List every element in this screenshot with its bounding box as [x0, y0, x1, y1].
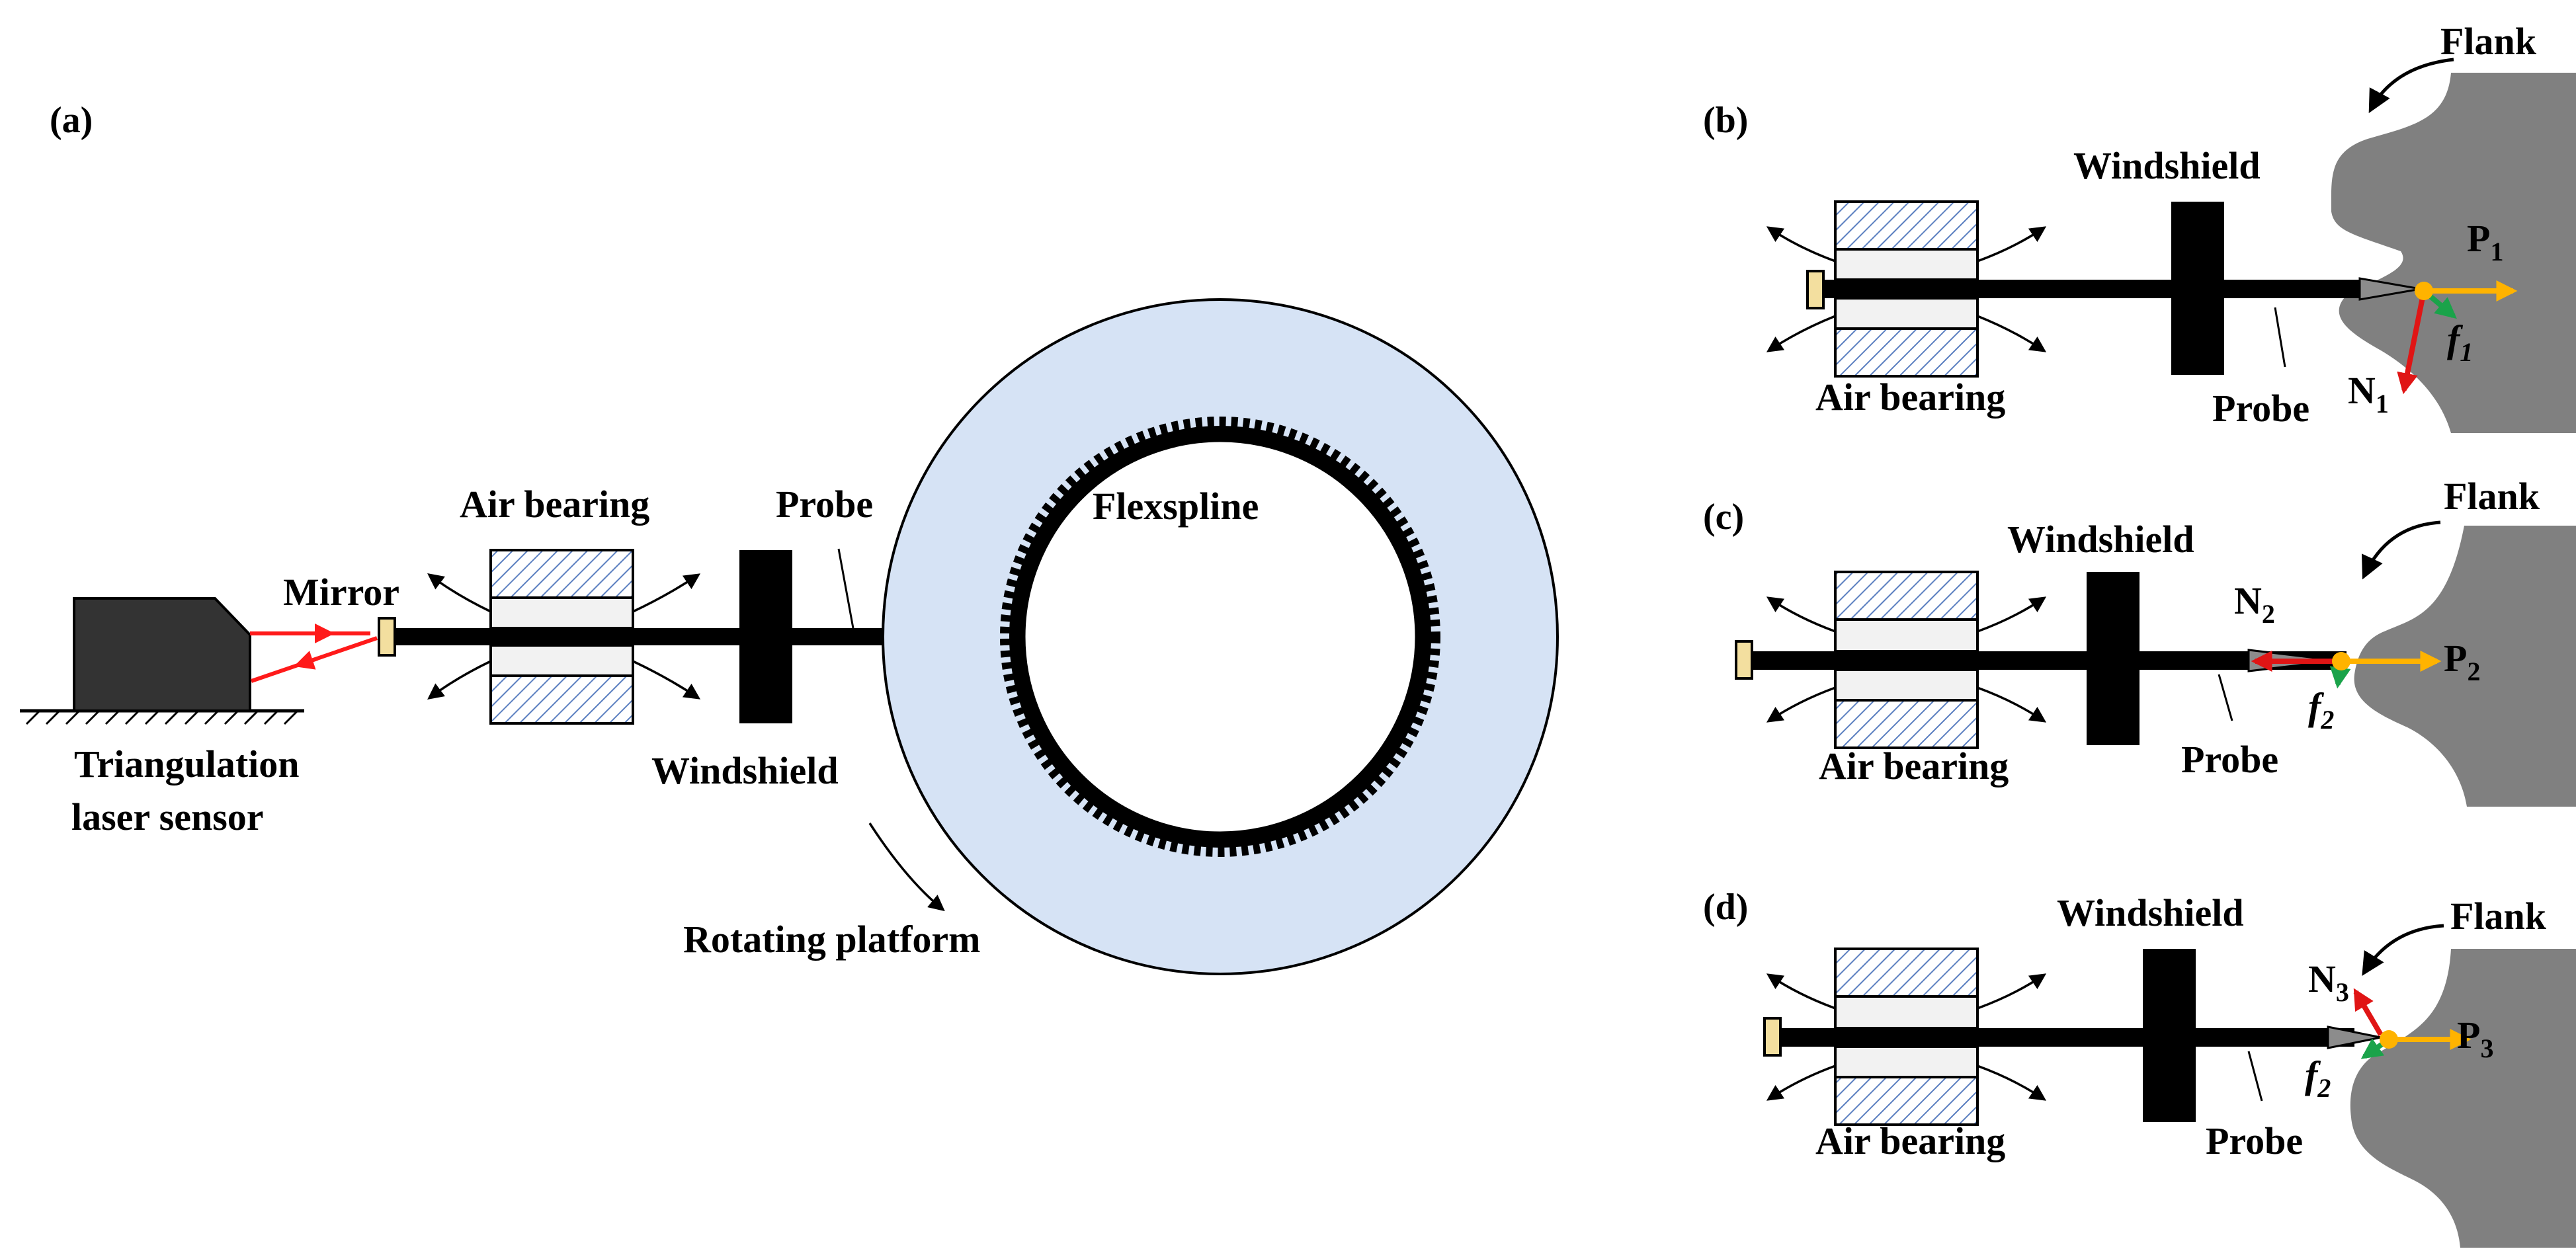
panel-c-label: (c): [1703, 497, 1744, 538]
probe-leader-d: [2247, 1051, 2263, 1102]
probe-shaft-c: [1751, 651, 2347, 670]
panel-b-label: (b): [1703, 100, 1748, 141]
air-flow-arrows-b: [1766, 226, 2047, 352]
air-bearing-label-c: Air bearing: [1819, 745, 2009, 787]
air-flow-arrows-c: [1766, 596, 2047, 723]
flexspline-label: Flexspline: [1093, 485, 1259, 528]
flank-arrow-c: [2361, 520, 2441, 580]
panel-a: (a) Triangulation laser sensor Mirror: [20, 100, 1559, 975]
windshield-label-c: Windshield: [2007, 518, 2194, 561]
p2-label: P2: [2444, 637, 2480, 686]
panel-d-label: (d): [1703, 887, 1748, 928]
ground-hatch: [25, 709, 299, 725]
n3-label: N3: [2308, 957, 2349, 1007]
f1-label: f1: [2447, 317, 2473, 367]
triangulation-laser-sensor: [73, 597, 251, 712]
flank-label-b: Flank: [2440, 20, 2537, 63]
contact-point-c: [2332, 652, 2350, 670]
probe-leader-c: [2218, 674, 2233, 721]
mirror-label: Mirror: [283, 571, 399, 614]
flank-arrow-d: [2362, 924, 2444, 976]
force-n3-arrow: [2353, 988, 2384, 1037]
flank-arrow-b: [2368, 58, 2454, 114]
flank-label-c: Flank: [2444, 475, 2540, 518]
air-bearing-b: [1834, 200, 1979, 378]
panel-b: (b) Flank Windshield Air bearing Probe P…: [1703, 20, 2576, 433]
probe-shaft-b: [1819, 280, 2361, 298]
flexspline-teeth: [1000, 417, 1440, 857]
probe-shaft-a: [395, 628, 924, 645]
flexspline-bore: [1023, 440, 1417, 834]
windshield-a: [739, 550, 792, 723]
windshield-d: [2143, 949, 2196, 1122]
air-bearing-c: [1834, 571, 1979, 749]
air-bearing-label-b: Air bearing: [1815, 376, 2005, 419]
mirror-a: [378, 617, 396, 657]
f2-label-c: f2: [2308, 685, 2334, 735]
contact-point-d: [2380, 1030, 2398, 1049]
mirror-b: [1806, 270, 1825, 309]
probe-shaft-d: [1779, 1028, 2354, 1047]
air-flow-arrows-d: [1766, 973, 2047, 1101]
windshield-b: [2171, 202, 2224, 375]
air-bearing-d: [1834, 948, 1979, 1126]
probe-leader-b: [2274, 307, 2286, 368]
f2-label-d: f2: [2305, 1053, 2331, 1103]
windshield-label-a: Windshield: [651, 749, 839, 792]
panel-c: (c) Flank Windshield Air bearing Probe N…: [1703, 475, 2576, 807]
air-bearing-label-a: Air bearing: [460, 483, 649, 526]
force-n1-arrow: [2397, 290, 2427, 395]
n2-label: N2: [2234, 579, 2275, 629]
windshield-label-b: Windshield: [2073, 144, 2261, 187]
p1-label: P1: [2467, 217, 2503, 266]
contact-point-b: [2415, 282, 2433, 300]
mirror-c: [1735, 640, 1753, 680]
probe-leader-a: [837, 548, 854, 629]
laser-beam-return-arrow: [294, 651, 318, 670]
air-bearing-label-d: Air bearing: [1815, 1119, 2005, 1162]
sensor-label-line1: Triangulation: [74, 743, 300, 786]
probe-label-b: Probe: [2212, 387, 2309, 430]
air-bearing-a: [489, 549, 634, 725]
flank-b: [2331, 73, 2576, 433]
panel-a-label: (a): [50, 100, 93, 141]
n1-label: N1: [2348, 369, 2389, 419]
windshield-c: [2087, 572, 2140, 745]
probe-tip-b: [2358, 277, 2421, 301]
probe-label-c: Probe: [2181, 738, 2278, 781]
sensor-label-line2: laser sensor: [71, 795, 264, 838]
flank-label-d: Flank: [2450, 895, 2547, 938]
windshield-label-d: Windshield: [2057, 891, 2244, 934]
flexspline-ring: [1009, 426, 1431, 848]
rotating-platform-label: Rotating platform: [683, 918, 980, 961]
probe-tip-d: [2327, 1026, 2382, 1049]
probe-label-d: Probe: [2206, 1119, 2303, 1162]
panel-d: (d) Flank Windshield Air bearing Probe N…: [1703, 887, 2576, 1248]
p3-label: P3: [2457, 1014, 2493, 1063]
flank-d: [2350, 949, 2576, 1248]
flank-c: [2354, 526, 2576, 807]
probe-label-a: Probe: [776, 483, 873, 526]
mirror-d: [1763, 1017, 1782, 1057]
air-flow-arrows-a: [427, 573, 701, 700]
rotation-arrow: [868, 823, 945, 912]
